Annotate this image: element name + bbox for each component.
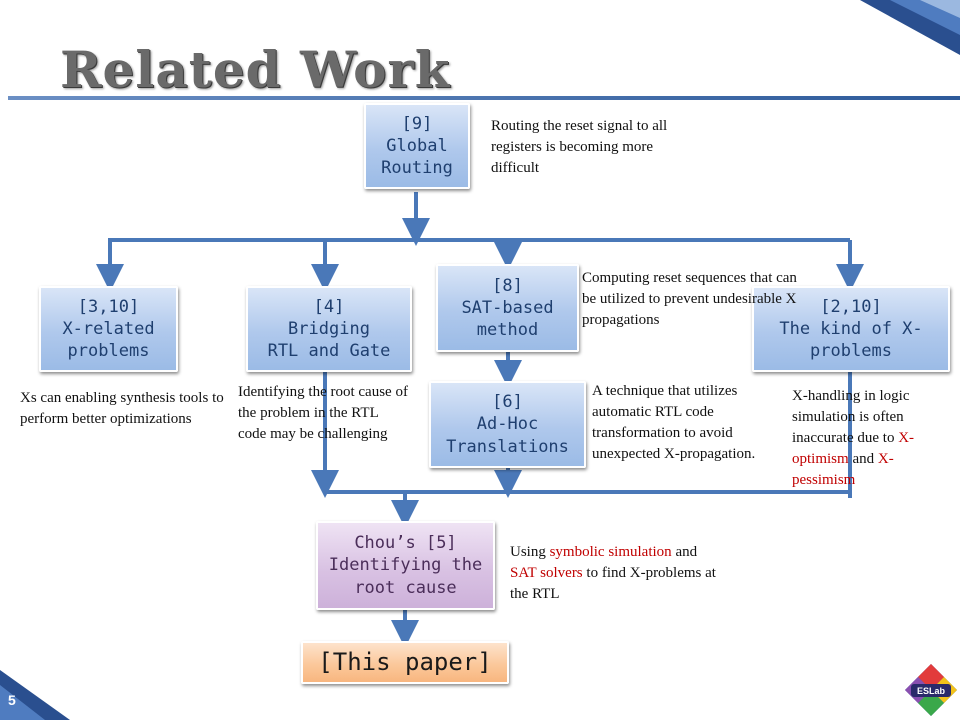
eslab-logo: ESLab [905, 664, 957, 716]
note-kind-highlight-x-optimism: X-optimism [792, 430, 915, 467]
node-chous-root-cause: Chou’s [5] Identifying the root cause [316, 521, 495, 610]
node-x-related-problems: [3,10] X-related problems [39, 286, 178, 372]
note-chou: Using symbolic simulation and SAT solver… [510, 542, 725, 605]
note-kind-text-1: X-handling in logic simulation is often … [792, 388, 910, 446]
node-kind-of-x-problems: [2,10] The kind of X- problems [752, 286, 950, 372]
note-chou-text-2: and [671, 544, 698, 560]
node-bridging-rtl-gate: [4] Bridging RTL and Gate [246, 286, 412, 372]
note-chou-highlight-symbolic-simulation: symbolic simulation [549, 544, 672, 560]
node-this-paper: [This paper] [301, 641, 509, 684]
node-global-routing: [9] Global Routing [364, 103, 470, 189]
note-sat-based: Computing reset sequences that can be ut… [582, 270, 797, 328]
title-underline [8, 96, 960, 100]
note-kind-highlight-x-pessimism: X-pessimism [792, 451, 894, 488]
note-kind-of-x: X-handling in logic simulation is often … [792, 386, 952, 491]
page-title: Related Work [60, 40, 451, 99]
note-chou-text-1: Using [510, 544, 550, 560]
node-sat-based-method: [8] SAT-based method [436, 264, 579, 352]
note-kind-text-2: and [848, 451, 878, 467]
note-x-related: Xs can enabling synthesis tools to perfo… [20, 390, 224, 427]
corner-decoration-bottom-left [0, 670, 70, 720]
note-global-routing: Routing the reset signal to all register… [491, 118, 668, 176]
note-chou-text-3: to find X-problems at the RTL [510, 565, 716, 602]
corner-decoration-top-right [860, 0, 960, 55]
note-bridging: Identifying the root cause of the proble… [238, 384, 408, 442]
node-ad-hoc-translations: [6] Ad-Hoc Translations [429, 381, 586, 468]
eslab-logo-text: ESLab [917, 686, 946, 696]
page-number: 5 [8, 692, 16, 708]
note-chou-highlight-sat-solvers: SAT solvers [510, 565, 583, 581]
note-ad-hoc: A technique that utilizes automatic RTL … [592, 383, 756, 462]
